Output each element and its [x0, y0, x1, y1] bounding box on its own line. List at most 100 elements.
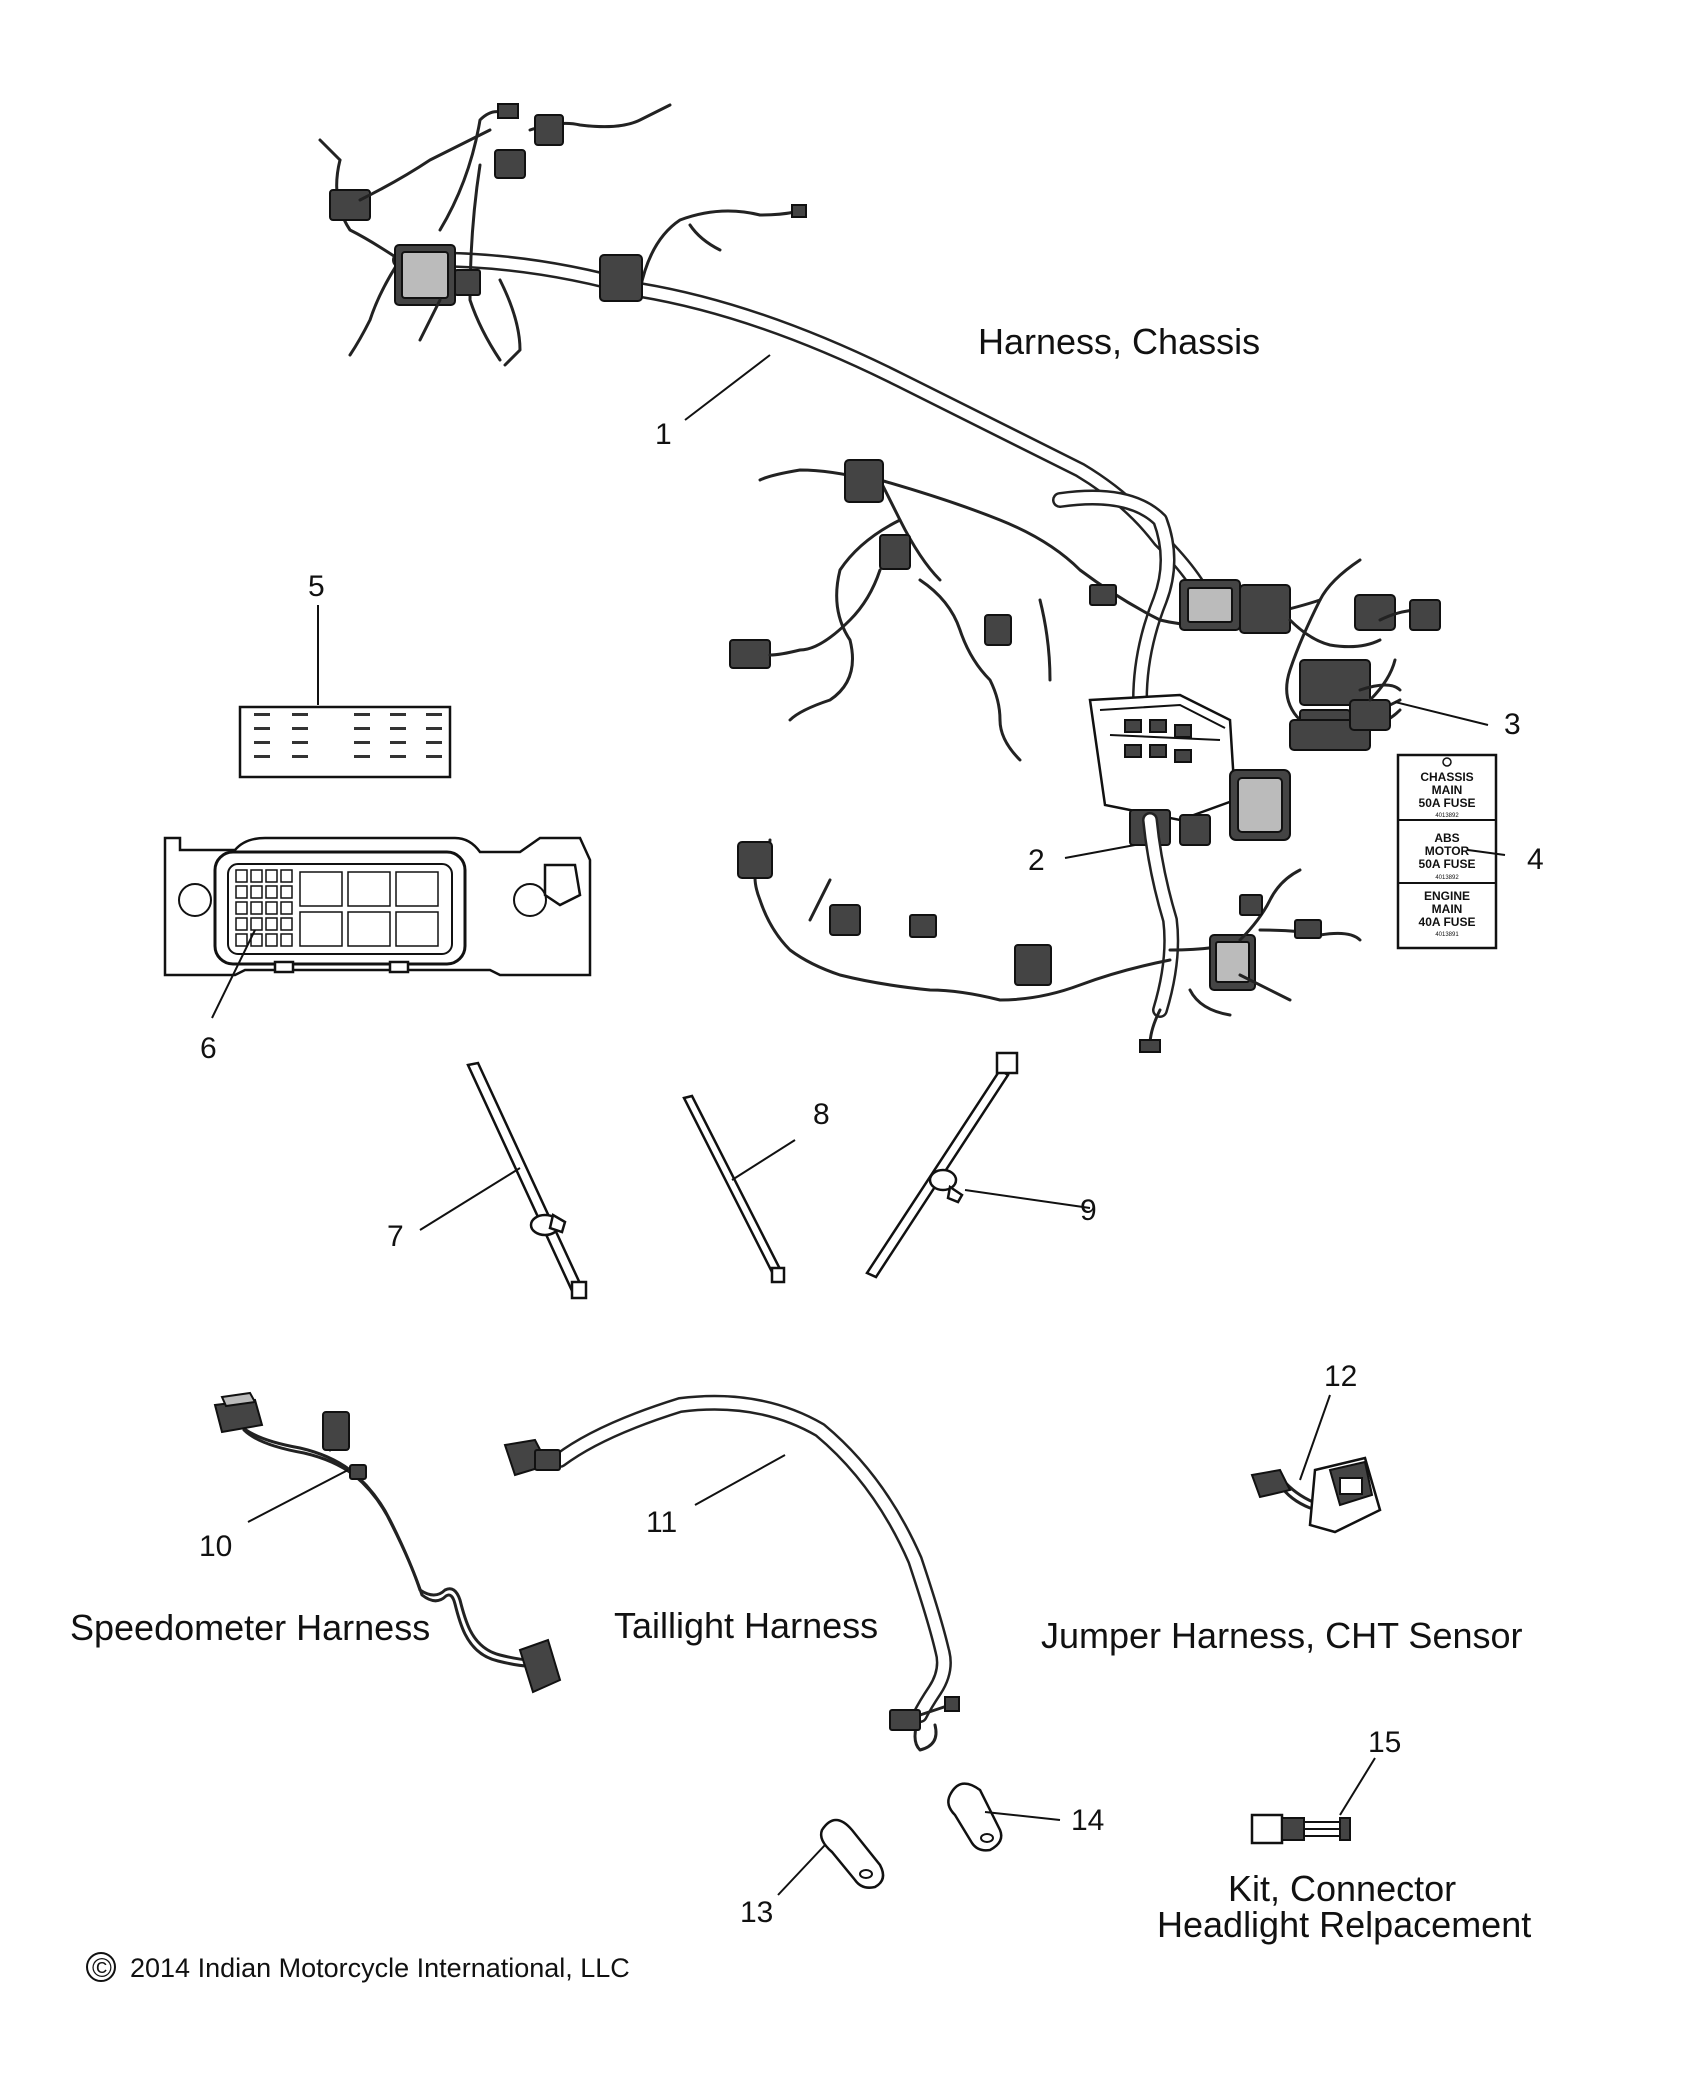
- label-kit-connector: Kit, Connector: [1228, 1868, 1457, 1909]
- fuse-sticker-s2-code: 4013892: [1435, 875, 1459, 881]
- p-clamp-14: [947, 1782, 1003, 1852]
- module-mini-fuse-slot: [265, 901, 278, 915]
- fuse-label-mark: [426, 727, 442, 730]
- fuse-sticker-s2-l1: ABS: [1434, 831, 1459, 845]
- leader-lines: [211, 354, 1506, 1896]
- module-mini-fuse-slot: [265, 917, 278, 931]
- fuse-label-mark: [354, 727, 370, 730]
- module-relay-slot: [347, 871, 391, 907]
- module-relay-slot: [347, 911, 391, 947]
- fuse-sticker-s3-code: 4013891: [1435, 932, 1459, 938]
- cable-tie: [682, 1094, 786, 1284]
- module-mini-fuse-slot: [280, 885, 293, 899]
- callout-3: 3: [1504, 708, 1521, 741]
- fuse-sticker-s2-l2: MOTOR: [1425, 844, 1470, 858]
- fuse-label-mark: [354, 755, 370, 758]
- speedometer-harness-part: [213, 1391, 562, 1694]
- fuse-sticker-s1-code: 4013892: [1435, 813, 1459, 819]
- module-mini-fuse-slot: [250, 901, 263, 915]
- copyright-text: 2014 Indian Motorcycle International, LL…: [130, 1953, 630, 1983]
- module-mini-fuse-slot: [235, 885, 248, 899]
- callout-14: 14: [1071, 1804, 1105, 1837]
- power-distribution-module: [163, 836, 592, 977]
- fuse-label-mark: [426, 755, 442, 758]
- fuse-label-mark: [390, 727, 406, 730]
- module-relay-slot: [299, 871, 343, 907]
- fuse-sticker-s1-l2: MAIN: [1432, 783, 1463, 797]
- module-fuse-grid: [235, 869, 439, 947]
- module-mini-fuse-slot: [235, 869, 248, 883]
- fuse-sticker-s3-l2: MAIN: [1432, 902, 1463, 916]
- module-mini-fuse-slot: [250, 917, 263, 931]
- sensor-connector-group: [1289, 658, 1397, 751]
- fuse-sticker-s3-l1: ENGINE: [1424, 889, 1470, 903]
- module-relay-slot: [395, 871, 439, 907]
- headlight-connector-kit-part: [1250, 1813, 1351, 1845]
- cable-tie-clip: [865, 1051, 1019, 1279]
- fuse-label-text: [254, 713, 442, 758]
- callout-8: 8: [813, 1098, 830, 1131]
- callout-15: 15: [1368, 1726, 1402, 1759]
- p-clamp-13: [819, 1818, 885, 1889]
- callout-5: 5: [308, 570, 325, 603]
- callout-10: 10: [199, 1530, 233, 1563]
- fuse-sticker-s1-l1: CHASSIS: [1420, 770, 1473, 784]
- callout-12: 12: [1324, 1360, 1358, 1393]
- chassis-harness-middle: [729, 459, 1441, 762]
- fuse-box: [1088, 693, 1291, 846]
- module-mini-fuse-slot: [280, 933, 293, 947]
- label-harness-chassis: Harness, Chassis: [978, 321, 1261, 362]
- callout-1: 1: [655, 418, 672, 451]
- module-mini-fuse-slot: [250, 885, 263, 899]
- module-mini-fuse-slot: [265, 869, 278, 883]
- fuse-label-mark: [292, 755, 308, 758]
- fuse-label-mark: [426, 741, 442, 744]
- callout-11: 11: [646, 1506, 678, 1539]
- callout-2: 2: [1028, 844, 1045, 877]
- module-mini-fuse-slot: [250, 869, 263, 883]
- module-relay-slot: [395, 911, 439, 947]
- callout-9: 9: [1080, 1194, 1097, 1227]
- callout-13: 13: [740, 1896, 774, 1929]
- fuse-label-mark: [292, 713, 308, 716]
- module-mini-fuse-slot: [280, 901, 293, 915]
- module-relay-slot: [299, 911, 343, 947]
- label-headlight-replacement: Headlight Relpacement: [1157, 1904, 1532, 1945]
- taillight-harness-part: [503, 1394, 960, 1752]
- fuse-sticker: CHASSIS MAIN 50A FUSE 4013892 ABS MOTOR …: [1396, 753, 1498, 950]
- fuse-label-mark: [354, 713, 370, 716]
- module-mini-fuse-slot: [280, 869, 293, 883]
- label-speedometer-harness: Speedometer Harness: [70, 1607, 431, 1648]
- fuse-label-mark: [426, 713, 442, 716]
- module-mini-fuse-slot: [265, 885, 278, 899]
- fuse-label-mark: [390, 713, 406, 716]
- fuse-label-mark: [390, 741, 406, 744]
- cable-tie-push-mount: [466, 1061, 588, 1300]
- module-mini-fuse-slot: [265, 933, 278, 947]
- fuse-label-mark: [390, 755, 406, 758]
- copyright-symbol: ©: [92, 1953, 112, 1983]
- module-mini-fuse-slot: [235, 933, 248, 947]
- fuse-label-mark: [254, 741, 270, 744]
- label-jumper-harness: Jumper Harness, CHT Sensor: [1041, 1615, 1523, 1656]
- module-mini-fuse-slot: [280, 917, 293, 931]
- copyright-symbol-circle: [86, 1952, 116, 1982]
- fuse-panel-label: [238, 705, 452, 779]
- fuse-label-mark: [354, 741, 370, 744]
- cht-jumper-harness-part: [1250, 1456, 1382, 1534]
- module-mini-fuse-slot: [235, 901, 248, 915]
- fuse-sticker-s1-l3: 50A FUSE: [1419, 796, 1476, 810]
- label-taillight-harness: Taillight Harness: [614, 1605, 879, 1646]
- chassis-harness-lower: [737, 812, 1362, 1053]
- callout-6: 6: [200, 1032, 217, 1065]
- fuse-label-mark: [292, 727, 308, 730]
- fuse-label-mark: [254, 755, 270, 758]
- callout-4: 4: [1527, 843, 1544, 876]
- fuse-sticker-s2-l3: 50A FUSE: [1419, 857, 1476, 871]
- fuse-sticker-s3-l3: 40A FUSE: [1419, 915, 1476, 929]
- fuse-label-mark: [254, 727, 270, 730]
- module-mini-fuse-slot: [235, 917, 248, 931]
- fuse-label-mark: [292, 741, 308, 744]
- callout-7: 7: [387, 1220, 404, 1253]
